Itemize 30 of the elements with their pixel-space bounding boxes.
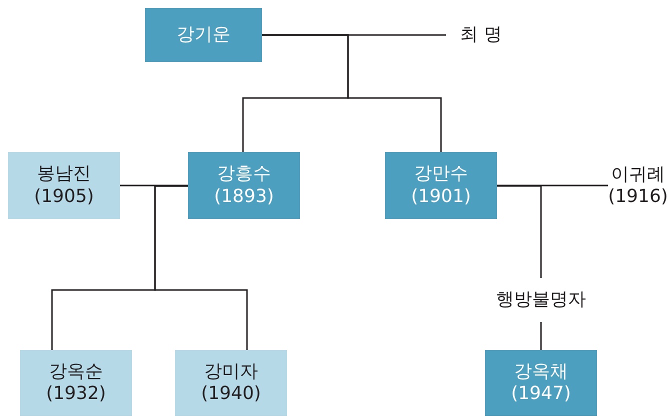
connector-line bbox=[154, 185, 248, 350]
year-text: (1901) bbox=[411, 186, 471, 208]
name-text: 이귀례 bbox=[611, 164, 665, 186]
connector-line bbox=[120, 184, 188, 186]
year-text: (1940) bbox=[201, 383, 261, 406]
year-text: (1932) bbox=[46, 383, 106, 406]
name-text: 봉남진 bbox=[37, 163, 91, 186]
connector-line bbox=[540, 322, 542, 350]
name-text: 강흥수 bbox=[217, 163, 271, 186]
year-text: (1916) bbox=[608, 186, 668, 208]
name-text: 강기운 bbox=[176, 24, 230, 46]
person-box bbox=[485, 350, 597, 416]
year-text: (1947) bbox=[511, 383, 571, 406]
name-text: 행방불명자 bbox=[496, 288, 586, 312]
name-text: 강옥채 bbox=[514, 360, 568, 383]
person-box bbox=[175, 350, 287, 416]
connector-line bbox=[262, 34, 442, 152]
name-text: 강만수 bbox=[414, 163, 468, 186]
person-box bbox=[385, 152, 497, 219]
connector-line bbox=[497, 185, 542, 278]
name-text: 최 명 bbox=[460, 24, 502, 46]
year-text: (1893) bbox=[214, 186, 274, 208]
person-box bbox=[20, 350, 132, 416]
name-text: 강옥순 bbox=[49, 360, 103, 383]
year-text: (1905) bbox=[34, 186, 94, 208]
connector-line bbox=[497, 184, 608, 186]
person-box bbox=[145, 8, 262, 62]
person-box bbox=[188, 152, 300, 219]
name-text: 강미자 bbox=[204, 360, 258, 383]
person-box bbox=[8, 152, 120, 219]
